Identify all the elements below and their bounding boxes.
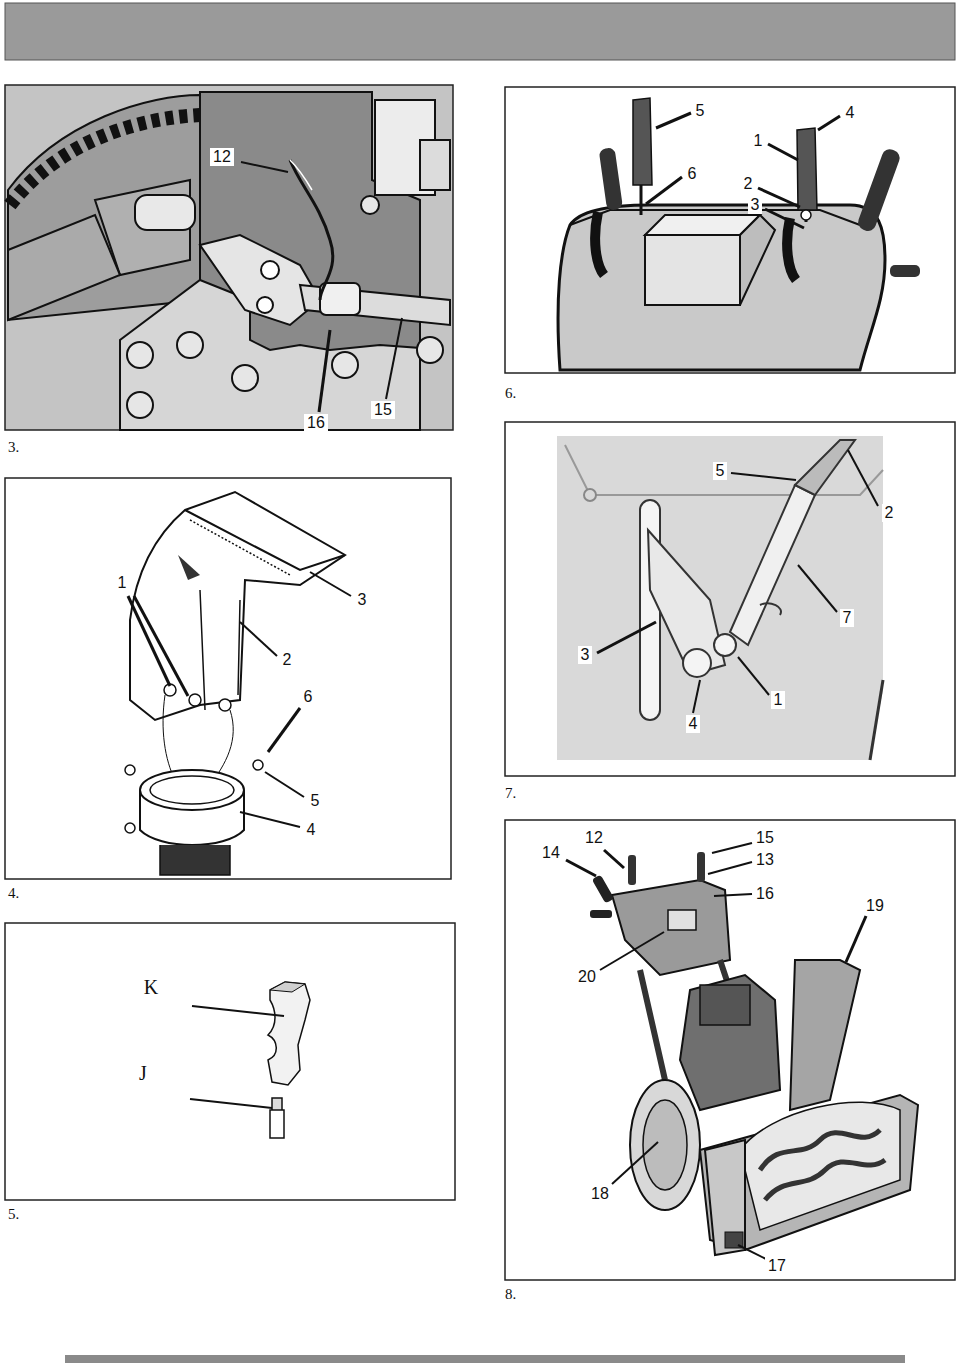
callout-number: 2 xyxy=(882,504,897,522)
callout-number: 5 xyxy=(693,102,708,120)
part-letter: K xyxy=(141,976,161,998)
footer-bar xyxy=(65,1355,905,1363)
callout-number: 17 xyxy=(765,1257,789,1275)
callout-number: 7 xyxy=(840,609,855,627)
figure-number: 6. xyxy=(505,384,516,402)
callout-number: 1 xyxy=(751,132,766,150)
callout-number: 1 xyxy=(115,574,130,592)
figure-6 xyxy=(505,87,955,373)
callout-number: 6 xyxy=(301,688,316,706)
figure-number: 3. xyxy=(8,438,19,456)
callout-number: 5 xyxy=(713,462,728,480)
figure-number: 5. xyxy=(8,1205,19,1223)
callout-number: 3 xyxy=(355,591,370,609)
callout-number: 18 xyxy=(588,1185,612,1203)
callout-number: 3 xyxy=(578,646,593,664)
callout-number: 3 xyxy=(748,196,763,214)
callout-number: 15 xyxy=(371,401,395,419)
figure-3 xyxy=(5,85,453,430)
callout-number: 1 xyxy=(771,691,786,709)
callout-number: 15 xyxy=(753,829,777,847)
part-letter: J xyxy=(136,1062,150,1084)
callout-number: 2 xyxy=(280,651,295,669)
figure-8 xyxy=(505,820,955,1280)
figure-number: 7. xyxy=(505,784,516,802)
callout-number: 19 xyxy=(863,897,887,915)
callout-number: 14 xyxy=(539,844,563,862)
callout-number: 4 xyxy=(843,104,858,122)
callout-number: 4 xyxy=(686,715,701,733)
callout-number: 12 xyxy=(582,829,606,847)
callout-number: 5 xyxy=(308,792,323,810)
callout-number: 16 xyxy=(753,885,777,903)
callout-number: 12 xyxy=(210,148,234,166)
header-bar xyxy=(5,3,955,60)
callout-number: 6 xyxy=(685,165,700,183)
callout-number: 20 xyxy=(575,968,599,986)
callout-number: 16 xyxy=(304,414,328,432)
figure-number: 4. xyxy=(8,884,19,902)
figure-number: 8. xyxy=(505,1285,516,1303)
figure-4 xyxy=(5,478,451,879)
figure-7 xyxy=(505,422,955,776)
callout-number: 2 xyxy=(741,175,756,193)
callout-number: 4 xyxy=(304,821,319,839)
figure-5 xyxy=(5,923,455,1200)
callout-number: 13 xyxy=(753,851,777,869)
